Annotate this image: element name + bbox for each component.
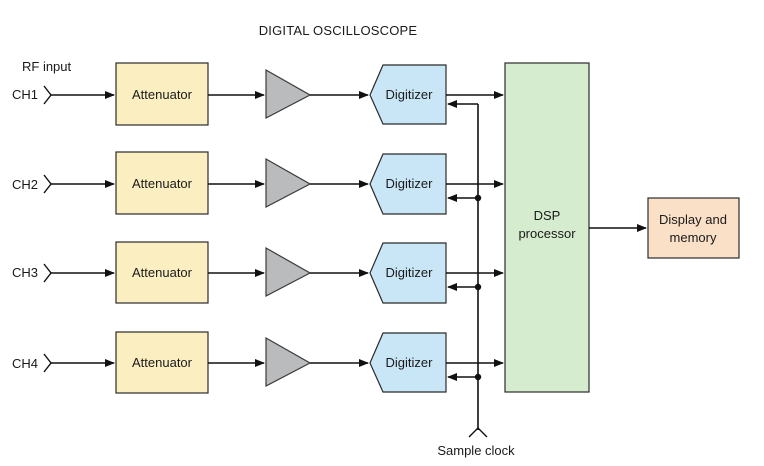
junction-dot [474, 194, 482, 202]
display-label-line2: memory [670, 230, 717, 245]
channel-2-row: CH2 Attenuator Digitizer [12, 151, 504, 215]
amplifier-triangle-icon [265, 68, 312, 119]
dsp-label-line1: DSP [534, 208, 561, 223]
junction-dot [474, 373, 482, 381]
channel-4-row: CH4 Attenuator Digitizer [12, 331, 504, 394]
channel-label: CH1 [12, 87, 38, 102]
amplifier-triangle-icon [265, 246, 312, 297]
input-connector-icon [43, 263, 52, 283]
display-label-line1: Display and [659, 212, 727, 227]
channel-3-row: CH3 Attenuator Digitizer [12, 241, 504, 304]
dsp-label-line2: processor [518, 226, 576, 241]
digitizer-block [369, 64, 447, 125]
display-memory-block [647, 197, 740, 259]
attenuator-block [115, 331, 209, 394]
attenuator-label: Attenuator [132, 265, 193, 280]
sample-clock-bus: Sample clock [437, 100, 515, 458]
clock-input-connector-icon [468, 427, 488, 438]
digitizer-block [369, 242, 447, 304]
rf-input-label: RF input [22, 59, 72, 74]
attenuator-block [115, 62, 209, 126]
attenuator-label: Attenuator [132, 87, 193, 102]
attenuator-label: Attenuator [132, 355, 193, 370]
attenuator-block [115, 151, 209, 215]
dsp-processor-block [504, 62, 590, 393]
channel-label: CH4 [12, 356, 38, 371]
attenuator-label: Attenuator [132, 176, 193, 191]
amplifier-triangle-icon [265, 336, 312, 387]
sample-clock-label: Sample clock [437, 443, 515, 458]
diagram-title: DIGITAL OSCILLOSCOPE [259, 23, 418, 38]
channel-1-row: CH1 Attenuator Digitizer [12, 62, 504, 126]
channel-label: CH2 [12, 177, 38, 192]
input-connector-icon [43, 353, 52, 373]
digitizer-label: Digitizer [386, 265, 434, 280]
junction-dot [474, 283, 482, 291]
channel-label: CH3 [12, 265, 38, 280]
attenuator-block [115, 241, 209, 304]
amplifier-triangle-icon [265, 157, 312, 208]
input-connector-icon [43, 174, 52, 194]
digitizer-label: Digitizer [386, 87, 434, 102]
digitizer-block [369, 332, 447, 393]
input-connector-icon [43, 85, 52, 105]
digitizer-block [369, 153, 447, 215]
digitizer-label: Digitizer [386, 176, 434, 191]
digitizer-label: Digitizer [386, 355, 434, 370]
